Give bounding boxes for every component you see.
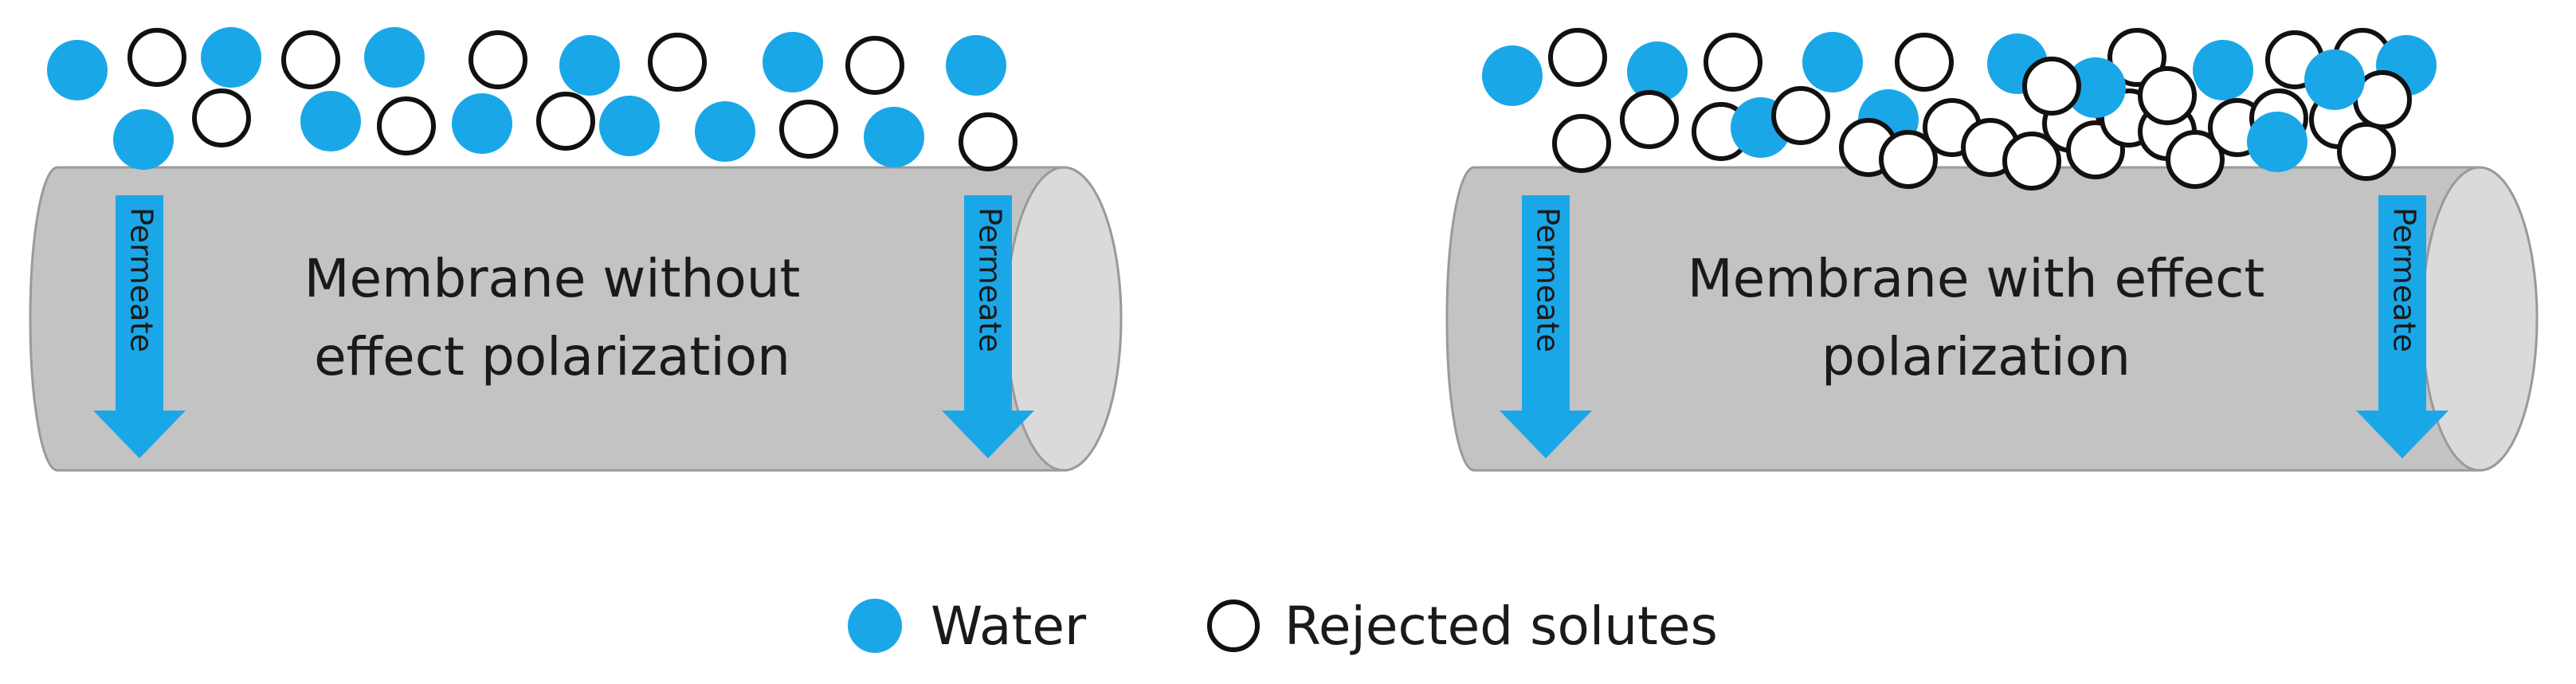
rejected-solute bbox=[779, 100, 838, 159]
legend-water-swatch bbox=[848, 599, 902, 653]
rejected-solute bbox=[1879, 130, 1938, 189]
legend-water-label: Water bbox=[931, 596, 1087, 657]
water-molecule bbox=[300, 91, 361, 151]
water-molecule bbox=[2247, 112, 2307, 172]
rejected-solute bbox=[2002, 132, 2061, 191]
water-molecule bbox=[599, 96, 660, 156]
water-molecule bbox=[47, 40, 108, 100]
panel-without-polarization: Permeate Permeate Membrane without effec… bbox=[29, 27, 1123, 472]
rejected-solute bbox=[1895, 33, 1954, 92]
rejected-solute bbox=[2107, 28, 2166, 87]
permeate-arrow: Permeate bbox=[942, 195, 1034, 458]
membrane-label: effect polarization bbox=[314, 326, 790, 387]
permeate-label: Permeate bbox=[973, 207, 1008, 352]
water-molecule bbox=[1627, 41, 1688, 102]
rejected-solute bbox=[469, 30, 527, 89]
rejected-solute bbox=[2166, 130, 2225, 189]
rejected-solute bbox=[377, 96, 436, 155]
water-molecule bbox=[864, 107, 924, 167]
rejected-solute bbox=[2138, 66, 2197, 125]
rejected-solute bbox=[1704, 33, 1762, 92]
rejected-solute bbox=[2337, 122, 2396, 181]
rejected-solute bbox=[127, 28, 186, 87]
permeate-label: Permeate bbox=[2387, 207, 2422, 352]
permeate-arrow: Permeate bbox=[93, 195, 186, 458]
membrane-end-cap bbox=[1005, 166, 1123, 472]
membrane-end-cap bbox=[2421, 166, 2539, 472]
legend-solutes-label: Rejected solutes bbox=[1284, 596, 1718, 657]
water-molecule bbox=[452, 93, 512, 154]
water-molecule bbox=[113, 109, 174, 170]
permeate-arrow: Permeate bbox=[1500, 195, 1592, 458]
rejected-solute bbox=[845, 36, 904, 95]
particle-layer bbox=[47, 27, 1017, 171]
rejected-solute bbox=[1620, 90, 1679, 149]
permeate-label: Permeate bbox=[1531, 207, 1566, 352]
water-molecule bbox=[559, 35, 620, 96]
water-molecule bbox=[695, 101, 755, 162]
legend-solute-swatch bbox=[1207, 599, 1260, 652]
water-molecule bbox=[1482, 45, 1543, 106]
water-molecule bbox=[364, 27, 425, 88]
rejected-solute bbox=[192, 88, 251, 147]
water-molecule bbox=[2065, 57, 2126, 118]
permeate-arrow: Permeate bbox=[2356, 195, 2449, 458]
membrane-cylinder bbox=[1445, 166, 2539, 472]
panel-with-polarization: Permeate Permeate Membrane with effect p… bbox=[1445, 28, 2539, 472]
membrane-label: Membrane without bbox=[304, 248, 801, 309]
legend: Water Rejected solutes bbox=[848, 596, 1718, 657]
membrane-cylinder bbox=[29, 166, 1123, 472]
water-molecule bbox=[946, 35, 1006, 96]
water-molecule bbox=[763, 32, 823, 92]
water-molecule bbox=[2304, 49, 2365, 110]
water-molecule bbox=[201, 27, 261, 88]
water-molecule bbox=[2193, 40, 2253, 100]
permeate-label: Permeate bbox=[124, 207, 159, 352]
rejected-solute bbox=[959, 112, 1017, 171]
water-molecule bbox=[1802, 32, 1863, 92]
rejected-solute bbox=[1771, 86, 1830, 145]
membrane-label: polarization bbox=[1821, 326, 2131, 387]
rejected-solute bbox=[2022, 57, 2081, 116]
rejected-solute bbox=[1548, 28, 1607, 87]
membrane-label: Membrane with effect bbox=[1688, 248, 2265, 309]
rejected-solute bbox=[281, 30, 340, 89]
rejected-solute bbox=[648, 33, 707, 92]
rejected-solute bbox=[536, 92, 595, 151]
rejected-solute bbox=[1552, 114, 1611, 173]
particle-layer bbox=[1482, 28, 2437, 191]
